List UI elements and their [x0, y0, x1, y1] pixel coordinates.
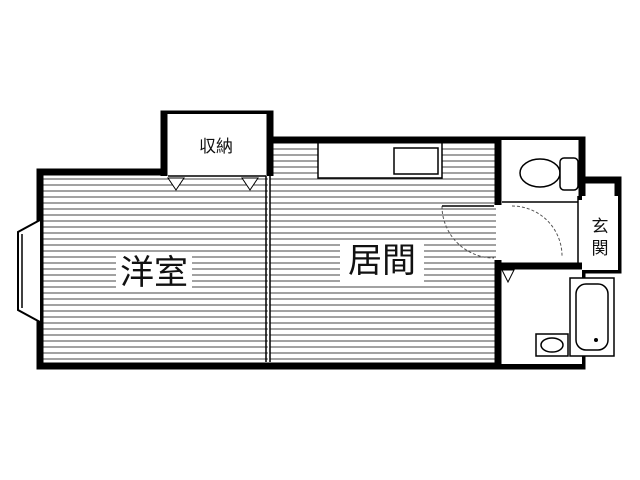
svg-text:関: 関	[592, 239, 609, 259]
svg-text:玄: 玄	[592, 217, 609, 237]
door-arrow-icon	[167, 177, 185, 191]
bay-window-icon	[17, 219, 41, 323]
door-arrow-icon	[241, 177, 259, 191]
sink-icon	[393, 147, 439, 175]
storage-closet	[164, 114, 270, 176]
entrance	[582, 196, 618, 270]
washbasin-icon	[535, 333, 569, 357]
bathtub-icon	[569, 277, 615, 357]
door-swing	[441, 205, 495, 259]
living-room-label: 居間	[348, 241, 416, 281]
entrance-label: 玄 関	[592, 217, 609, 259]
storage-label: 収納	[199, 137, 233, 157]
toilet-icon	[519, 157, 579, 191]
western-room-label: 洋室	[120, 253, 188, 293]
